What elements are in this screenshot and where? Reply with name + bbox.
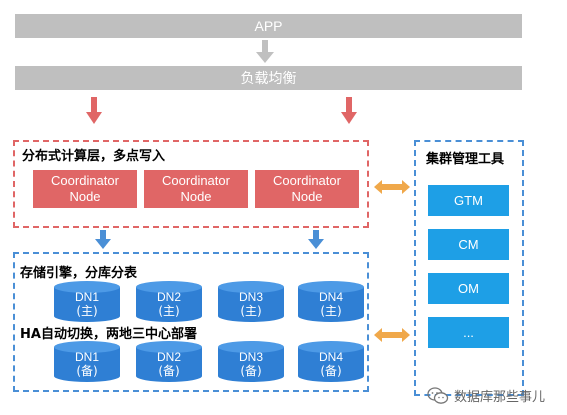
- data-node-role: (备): [320, 364, 341, 378]
- tool-cm: CM: [428, 229, 509, 260]
- watermark-text: 数据库那些事儿: [454, 390, 546, 405]
- data-node-name: DN4: [319, 290, 343, 304]
- red-down-arrow-right: [341, 97, 357, 124]
- data-node-name: DN3: [239, 290, 263, 304]
- data-node-name: DN2: [157, 290, 181, 304]
- data-node-dn2-primary: DN2 (主): [136, 281, 202, 322]
- data-node-name: DN1: [75, 350, 99, 364]
- blue-down-arrow-left: [95, 230, 111, 249]
- load-balancer-label: 负载均衡: [240, 70, 297, 86]
- orange-double-arrow-top: [374, 180, 410, 194]
- data-node-dn1-standby: DN1 (备): [54, 341, 120, 382]
- blue-down-arrow-right: [308, 230, 324, 249]
- tool-label: ...: [463, 325, 474, 340]
- load-balancer-bar: 负载均衡: [15, 66, 522, 90]
- tool-label: OM: [458, 281, 479, 296]
- ha-title: HA自动切换，两地三中心部署: [20, 327, 197, 342]
- app-bar: APP: [15, 14, 522, 38]
- tool-more: ...: [428, 317, 509, 348]
- coordinator-node-label: Coordinator Node: [273, 173, 341, 204]
- data-node-dn3-primary: DN3 (主): [218, 281, 284, 322]
- compute-layer-box: [13, 140, 369, 228]
- data-node-dn4-standby: DN4 (备): [298, 341, 364, 382]
- data-node-name: DN4: [319, 350, 343, 364]
- coordinator-node-2: Coordinator Node: [144, 170, 248, 208]
- gray-down-arrow: [256, 40, 274, 63]
- data-node-role: (主): [240, 304, 261, 318]
- data-node-name: DN3: [239, 350, 263, 364]
- orange-double-arrow-bottom: [374, 328, 410, 342]
- storage-layer-title: 存储引擎，分库分表: [20, 266, 138, 281]
- data-node-role: (主): [158, 304, 179, 318]
- data-node-name: DN1: [75, 290, 99, 304]
- compute-layer-title: 分布式计算层，多点写入: [22, 149, 166, 164]
- tool-gtm: GTM: [428, 185, 509, 216]
- data-node-dn3-standby: DN3 (备): [218, 341, 284, 382]
- data-node-dn2-standby: DN2 (备): [136, 341, 202, 382]
- wechat-icon: [427, 386, 449, 404]
- data-node-role: (备): [240, 364, 261, 378]
- coordinator-node-3: Coordinator Node: [255, 170, 359, 208]
- coordinator-node-1: Coordinator Node: [33, 170, 137, 208]
- storage-layer-box: [13, 252, 369, 392]
- app-label: APP: [254, 18, 283, 34]
- tool-label: CM: [458, 237, 479, 252]
- red-down-arrow-left: [86, 97, 102, 124]
- data-node-role: (备): [76, 364, 97, 378]
- tool-label: GTM: [454, 193, 483, 208]
- watermark: 数据库那些事儿: [427, 386, 545, 405]
- cluster-tools-box: [414, 140, 524, 396]
- coordinator-node-label: Coordinator Node: [162, 173, 230, 204]
- cluster-tools-title: 集群管理工具: [426, 152, 505, 167]
- data-node-role: (备): [158, 364, 179, 378]
- tool-om: OM: [428, 273, 509, 304]
- data-node-role: (主): [320, 304, 341, 318]
- data-node-dn1-primary: DN1 (主): [54, 281, 120, 322]
- data-node-dn4-primary: DN4 (主): [298, 281, 364, 322]
- data-node-name: DN2: [157, 350, 181, 364]
- coordinator-node-label: Coordinator Node: [51, 173, 119, 204]
- data-node-role: (主): [76, 304, 97, 318]
